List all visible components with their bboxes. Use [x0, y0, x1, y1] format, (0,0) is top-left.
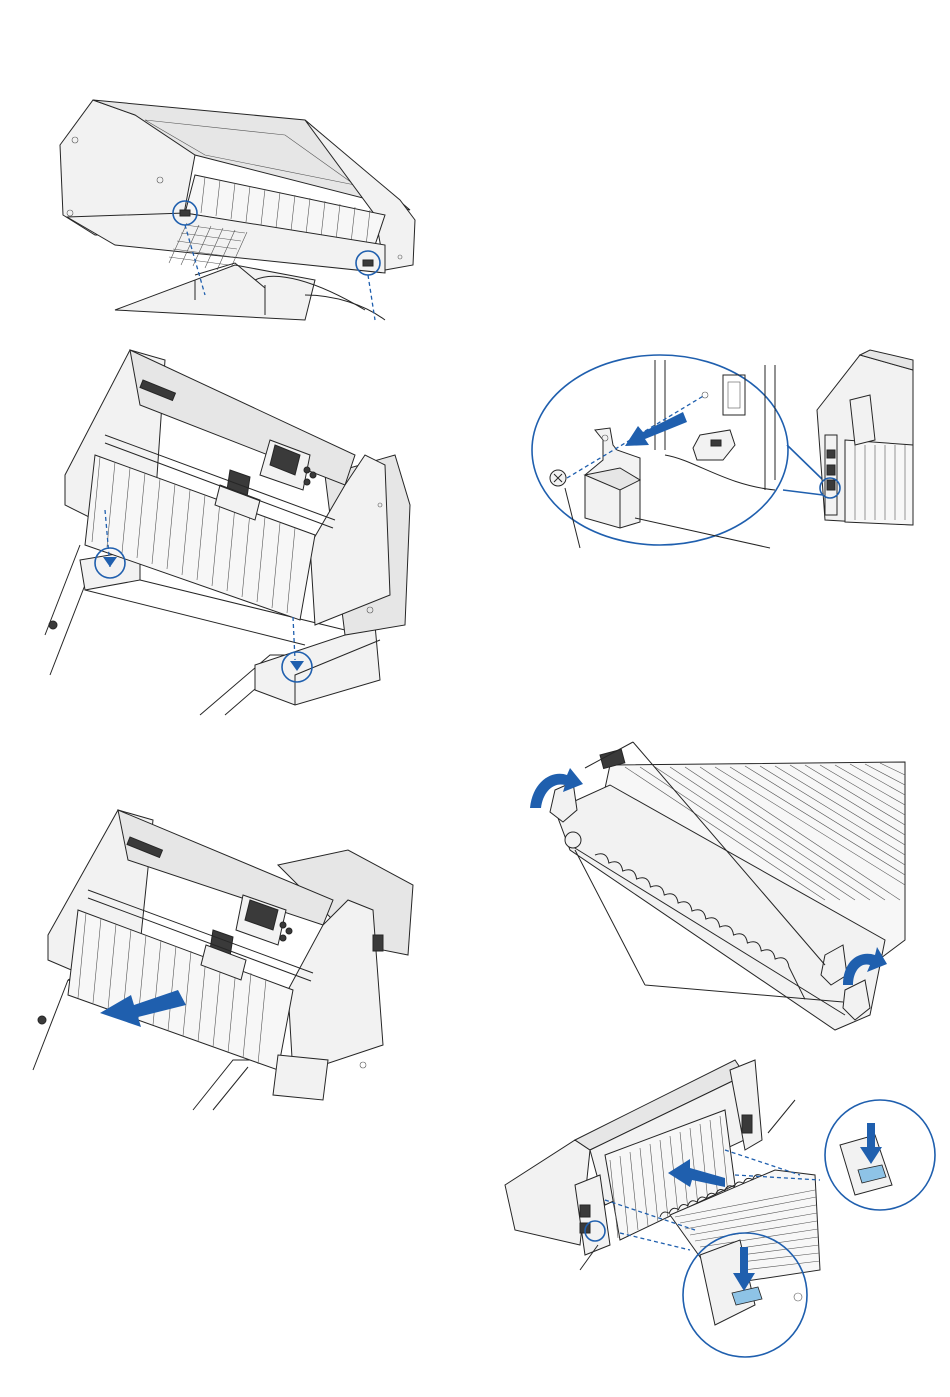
panel-step-1-illustration: [55, 95, 425, 320]
detail-callout-circle: [532, 355, 788, 545]
panel-step-2-illustration: [45, 345, 425, 715]
panel-step-4-illustration: [525, 350, 925, 565]
panel-step-5-illustration: [525, 740, 910, 1045]
panel-step-3-illustration: [28, 805, 413, 1115]
remove-bracket-arrow: [625, 412, 687, 446]
panel-step-6-illustration: [500, 1055, 945, 1340]
